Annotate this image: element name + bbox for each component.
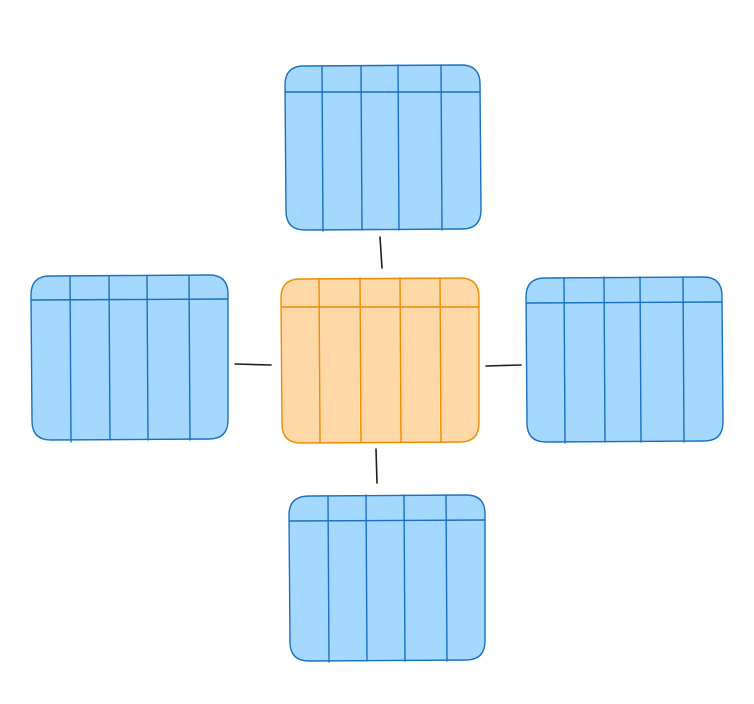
table-left — [30, 274, 229, 443]
table-center — [280, 277, 480, 444]
table-center-column-divider — [399, 277, 402, 443]
table-top-column-divider — [321, 65, 324, 232]
table-top-column-divider — [360, 65, 363, 231]
table-left-column-divider — [69, 275, 72, 443]
table-center-column-divider — [318, 278, 321, 443]
connector-right — [485, 364, 522, 367]
table-center-body — [280, 277, 480, 444]
table-top — [284, 64, 482, 232]
table-bottom — [288, 494, 486, 663]
table-bottom-header-line — [289, 519, 486, 522]
table-bottom-column-divider — [445, 494, 448, 662]
table-left-column-divider — [188, 275, 191, 441]
table-right — [525, 276, 724, 444]
table-top-column-divider — [397, 64, 400, 231]
connector-top — [379, 236, 383, 269]
table-right-column-divider — [682, 276, 685, 443]
table-left-header-line — [31, 298, 228, 301]
table-center-column-divider — [439, 277, 442, 443]
table-bottom-column-divider — [403, 494, 406, 662]
table-bottom-body — [288, 494, 486, 662]
connector-bottom — [375, 448, 378, 484]
table-bottom-column-divider — [365, 494, 368, 662]
table-left-body — [30, 274, 229, 441]
table-right-header-line — [526, 301, 723, 304]
table-top-body — [284, 64, 482, 231]
table-left-column-divider — [146, 275, 149, 441]
connector-left — [234, 363, 272, 366]
table-bottom-column-divider — [327, 495, 330, 663]
table-top-column-divider — [440, 64, 443, 231]
table-right-body — [525, 276, 724, 443]
table-center-column-divider — [359, 277, 362, 443]
connectors — [234, 236, 522, 484]
table-left-column-divider — [108, 275, 111, 441]
table-right-column-divider — [563, 277, 566, 444]
table-right-column-divider — [639, 276, 642, 443]
table-right-column-divider — [603, 276, 606, 443]
